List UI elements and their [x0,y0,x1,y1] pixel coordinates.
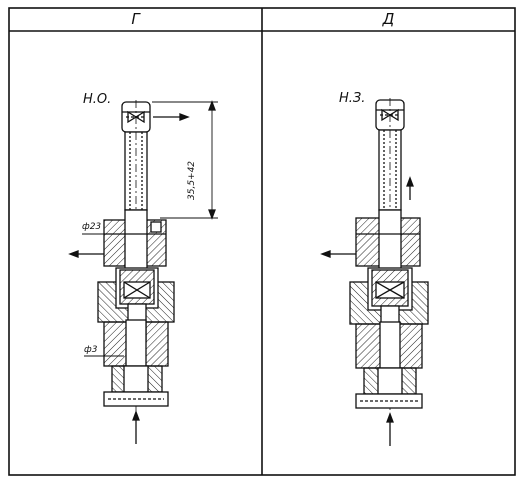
valve-drawing-d [320,98,429,446]
state-label-normally-closed: Н.З. [339,91,366,106]
dimension-label: 35,5+42 [187,160,197,200]
valve-drawing-g [68,100,218,444]
diameter-label-upper: ф23 [82,222,102,232]
state-label-normally-open: Н.О. [83,92,112,107]
column-header-g: Г [131,10,140,28]
column-header-d: Д [382,10,395,28]
diameter-label-lower: ф3 [84,345,98,355]
